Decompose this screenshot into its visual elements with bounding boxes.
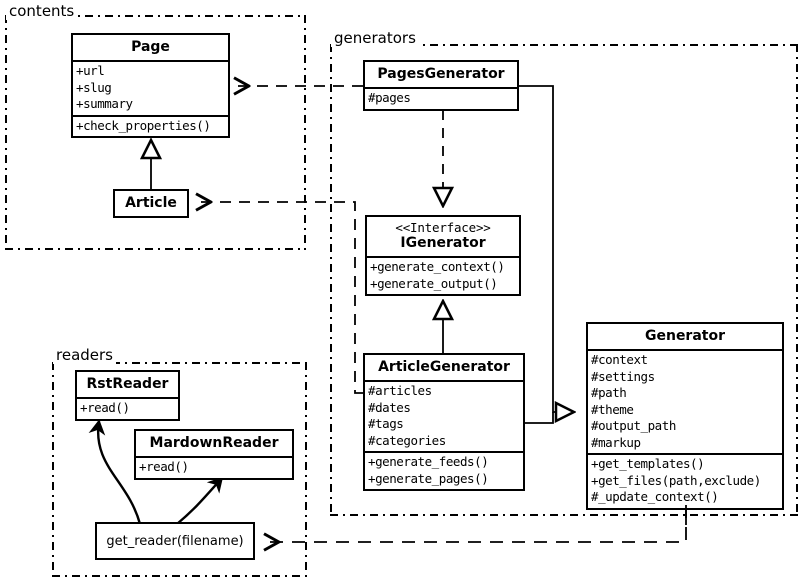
class-member: +generate_feeds() xyxy=(368,454,489,470)
class-member: #dates xyxy=(368,399,411,415)
class-member: +check_properties() xyxy=(76,117,211,133)
class-member: +get_files(path,exclude) xyxy=(591,472,761,488)
class-pagesgenerator-attributes: #pages xyxy=(365,87,517,109)
package-label-generators: generators xyxy=(331,29,419,47)
class-member: #settings xyxy=(591,368,655,384)
class-igenerator-title: <<Interface>> IGenerator xyxy=(367,217,519,256)
class-articlegenerator-attributes: #articles #dates #tags #categories xyxy=(365,380,523,451)
class-article[interactable]: Article xyxy=(113,189,189,219)
class-member: #output_path xyxy=(591,418,676,434)
class-mardownreader[interactable]: MardownReader +read() xyxy=(134,429,294,480)
class-rstreader-title: RstReader xyxy=(86,376,169,392)
class-igenerator-stereotype: <<Interface>> xyxy=(395,220,491,235)
class-member: #categories xyxy=(368,432,446,448)
class-member: +generate_pages() xyxy=(368,470,489,486)
class-article-title: Article xyxy=(125,195,177,211)
class-page[interactable]: Page +url +slug +summary +check_properti… xyxy=(71,33,230,139)
class-articlegenerator[interactable]: ArticleGenerator #articles #dates #tags … xyxy=(363,353,525,492)
function-get-reader[interactable]: get_reader(filename) xyxy=(95,522,255,560)
class-member: #_update_context() xyxy=(591,489,719,505)
class-member: +generate_output() xyxy=(370,275,498,291)
class-member: #articles xyxy=(368,383,432,399)
class-articlegenerator-title: ArticleGenerator xyxy=(378,359,510,375)
class-member: +summary xyxy=(76,96,133,112)
class-pagesgenerator[interactable]: PagesGenerator #pages xyxy=(363,60,519,111)
class-member: #path xyxy=(591,385,627,401)
class-member: +url xyxy=(76,63,105,79)
class-igenerator-operations: +generate_context() +generate_output() xyxy=(367,256,519,294)
class-member: +slug xyxy=(76,79,112,95)
class-member: #markup xyxy=(591,434,641,450)
class-rstreader-operations: +read() xyxy=(77,397,178,419)
class-page-title: Page xyxy=(131,39,170,55)
class-pagesgenerator-title: PagesGenerator xyxy=(377,66,505,82)
class-generator-operations: +get_templates() +get_files(path,exclude… xyxy=(588,453,782,508)
class-igenerator-name: IGenerator xyxy=(400,235,486,252)
class-member: +read() xyxy=(80,400,130,416)
class-page-operations: +check_properties() xyxy=(73,114,228,137)
class-member: +generate_context() xyxy=(370,259,505,275)
class-generator[interactable]: Generator #context #settings #path #them… xyxy=(586,322,784,510)
class-member: #pages xyxy=(368,90,411,106)
class-mardownreader-operations: +read() xyxy=(136,456,292,478)
class-mardownreader-title: MardownReader xyxy=(149,435,279,451)
class-member: #context xyxy=(591,352,648,368)
class-rstreader[interactable]: RstReader +read() xyxy=(75,370,180,421)
class-member: +get_templates() xyxy=(591,456,705,472)
class-member: #theme xyxy=(591,401,634,417)
class-generator-attributes: #context #settings #path #theme #output_… xyxy=(588,349,782,453)
function-get-reader-label: get_reader(filename) xyxy=(106,533,244,549)
class-member: +read() xyxy=(139,459,189,475)
class-articlegenerator-operations: +generate_feeds() +generate_pages() xyxy=(365,451,523,489)
class-page-attributes: +url +slug +summary xyxy=(73,60,228,115)
package-label-readers: readers xyxy=(53,346,116,364)
class-member: #tags xyxy=(368,416,404,432)
class-igenerator[interactable]: <<Interface>> IGenerator +generate_conte… xyxy=(365,215,521,297)
package-label-contents: contents xyxy=(6,2,78,20)
class-generator-title: Generator xyxy=(644,328,725,344)
